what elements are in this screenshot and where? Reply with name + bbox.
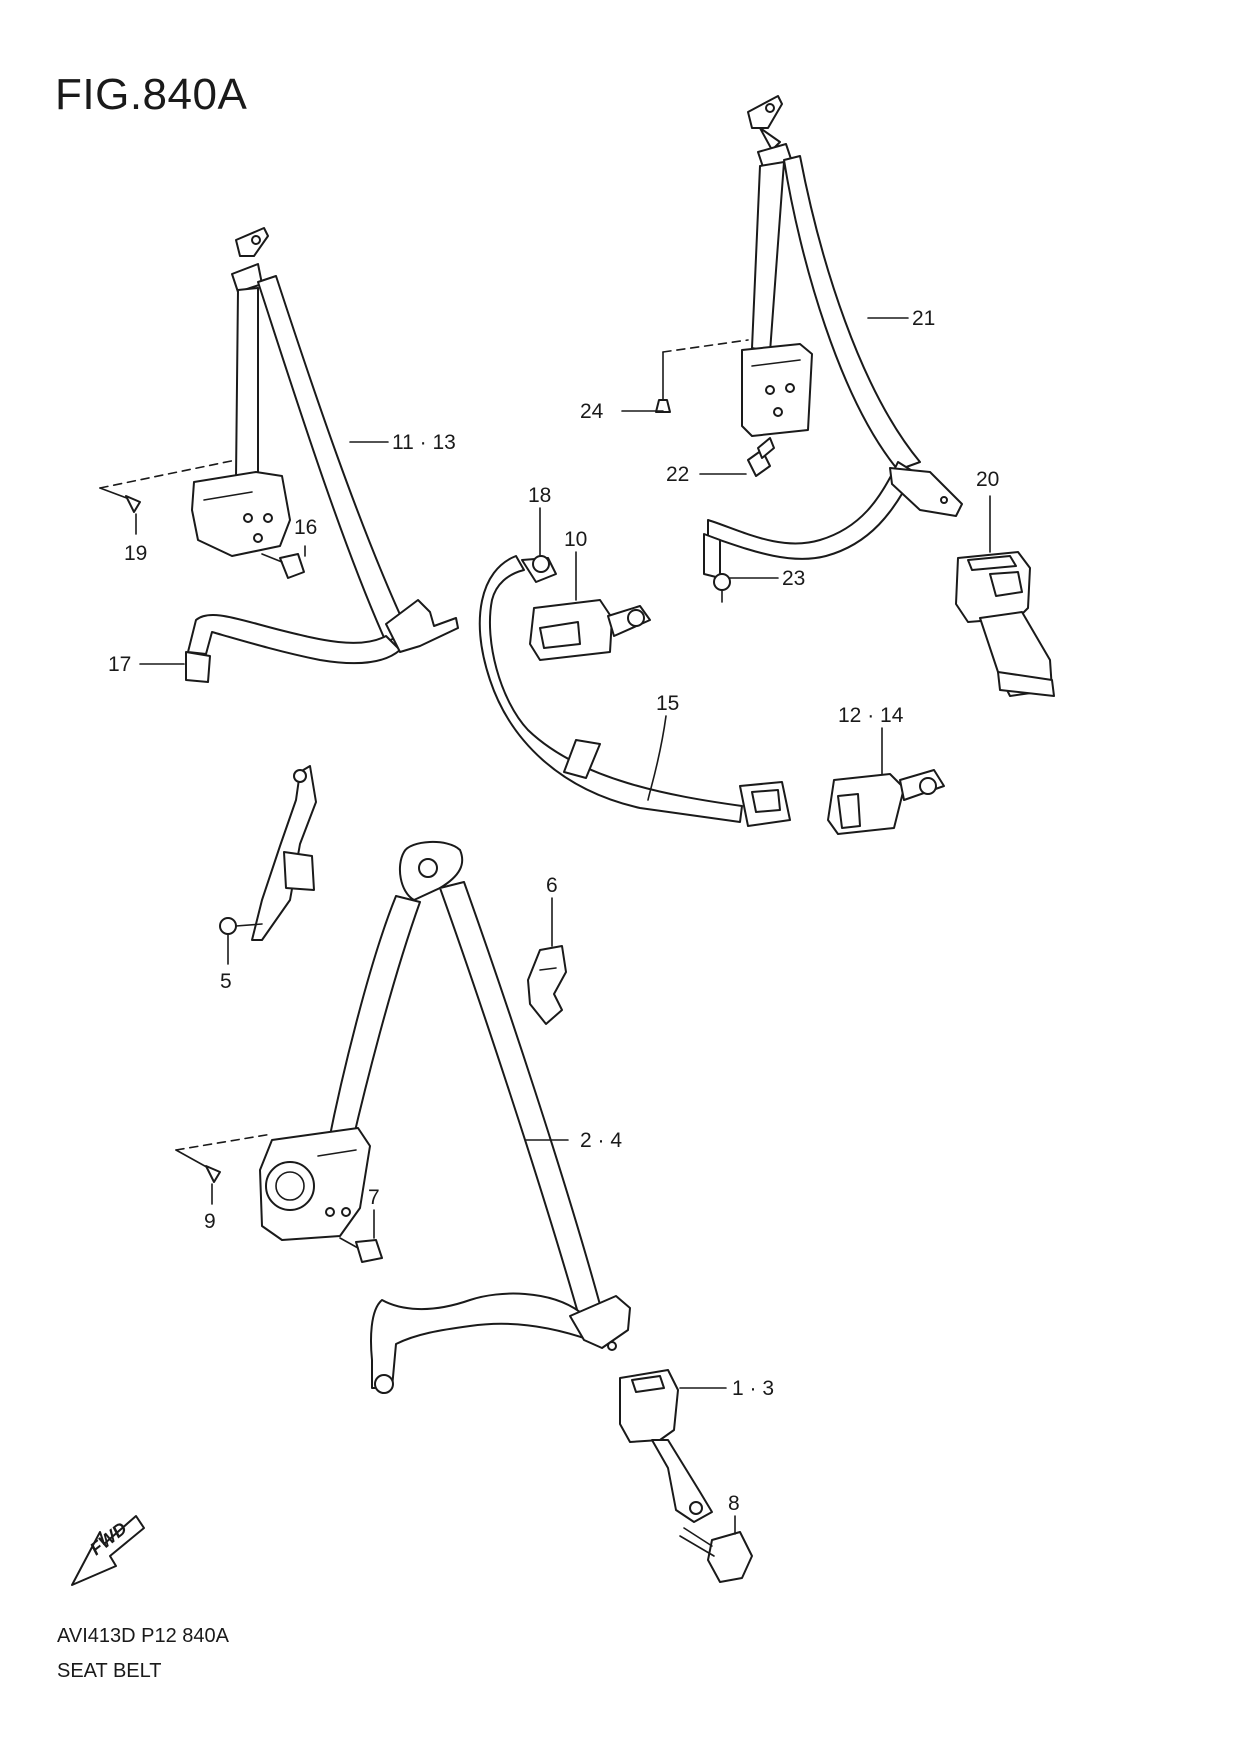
buckle-10	[529, 599, 651, 661]
callout-12-14: 12 · 14	[838, 704, 904, 727]
buckle-20	[955, 551, 1055, 697]
callout-labels: 21 24 22 20 23 11 · 13 16 19 17 18 10 15…	[108, 307, 999, 1515]
rear-left-belt-assembly	[185, 227, 459, 683]
callout-15: 15	[656, 692, 679, 715]
nut-23	[713, 573, 731, 603]
callout-1-3: 1 · 3	[732, 1377, 774, 1400]
bolt-8	[679, 1527, 753, 1583]
callout-11-13: 11 · 13	[392, 431, 456, 454]
callout-24: 24	[580, 400, 604, 423]
center-lap-belt	[478, 555, 791, 827]
callout-2-4: 2 · 4	[580, 1129, 622, 1152]
buckle-1-3	[619, 1369, 713, 1523]
rear-right-belt-assembly	[703, 95, 963, 579]
figure-title: FIG.840A	[55, 70, 248, 119]
leader-lines	[135, 317, 991, 1535]
screw-19	[99, 459, 237, 513]
callout-8: 8	[728, 1492, 740, 1515]
callout-23: 23	[782, 567, 805, 590]
callout-5: 5	[220, 970, 232, 993]
callout-17: 17	[108, 653, 131, 676]
screw-24	[655, 339, 749, 413]
front-belt-assembly	[259, 840, 631, 1394]
diagram-code: AVI413D P12 840A	[57, 1625, 229, 1647]
callout-10: 10	[564, 528, 587, 551]
bolt-16	[261, 553, 305, 579]
callout-21: 21	[912, 307, 935, 330]
callout-19: 19	[124, 542, 147, 565]
bolt-22	[747, 437, 775, 477]
callout-6: 6	[546, 874, 558, 897]
bolt-7	[339, 1237, 383, 1263]
height-adjuster-5	[219, 765, 317, 941]
buckle-12-14	[827, 769, 945, 835]
diagram-name: SEAT BELT	[57, 1660, 162, 1682]
screw-9	[175, 1133, 273, 1183]
callout-7: 7	[368, 1186, 380, 1209]
clip-6	[527, 945, 567, 1025]
fwd-arrow-icon: FWD	[71, 1515, 145, 1586]
callout-16: 16	[294, 516, 317, 539]
callout-20: 20	[976, 468, 999, 491]
callout-18: 18	[528, 484, 551, 507]
callout-22: 22	[666, 463, 689, 486]
callout-9: 9	[204, 1210, 216, 1233]
